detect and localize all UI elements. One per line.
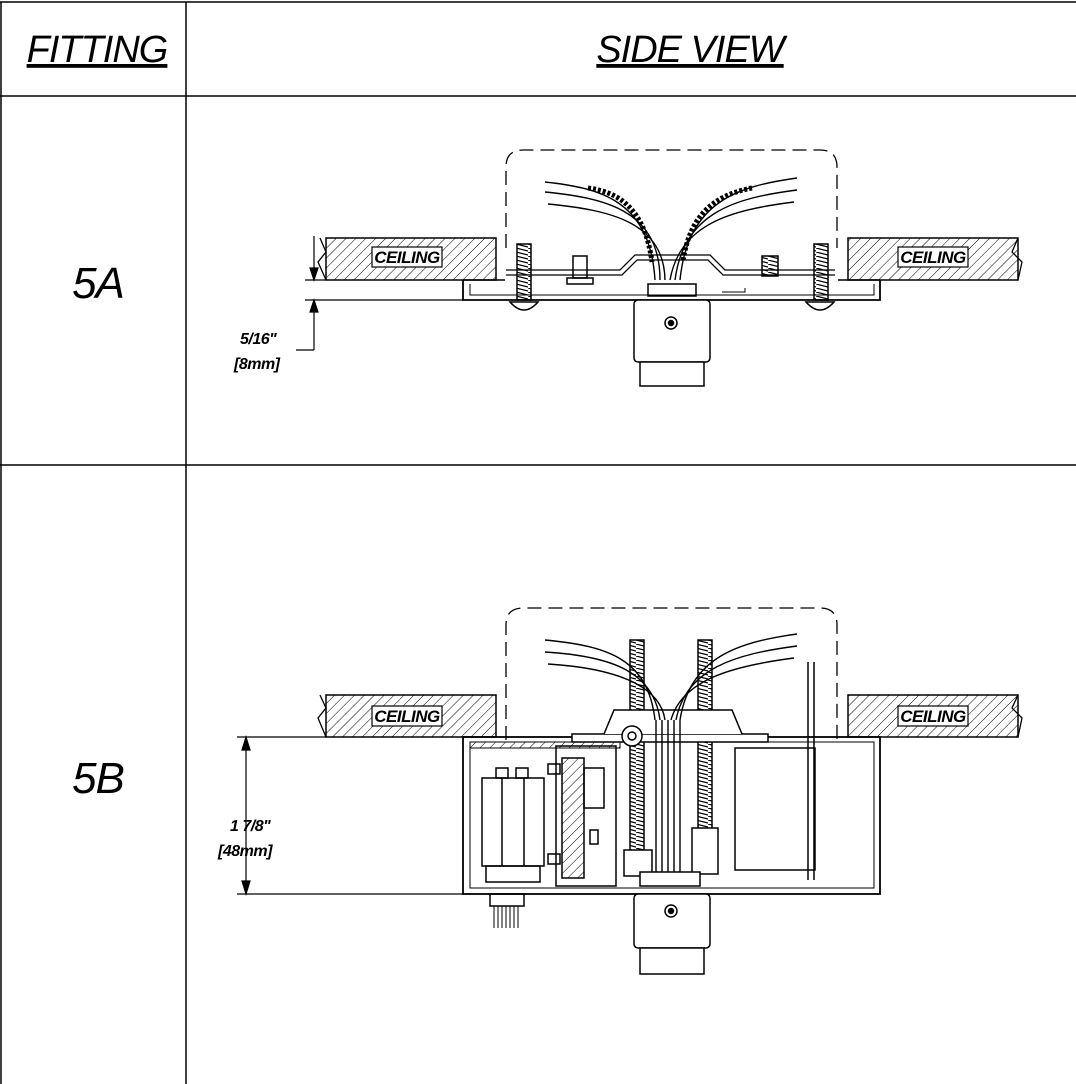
ceiling-tag-5b-left: CEILING: [371, 705, 443, 727]
fitting-5b-label: 5B: [72, 754, 124, 803]
side-view-column-header: SIDE VIEW: [596, 29, 787, 71]
ceiling-tag-5a-left: CEILING: [371, 246, 443, 268]
dimension-5b-imperial: 1 7/8": [230, 818, 271, 835]
dimension-5b: [237, 734, 463, 897]
fitting-5a-label: 5A: [72, 259, 124, 308]
ceiling-tag-5b-right: CEILING: [897, 705, 969, 727]
fitting-column-header: FITTING: [27, 29, 168, 71]
dimension-5a: [296, 236, 463, 351]
svg-text:CEILING: CEILING: [374, 248, 440, 267]
svg-text:CEILING: CEILING: [900, 248, 966, 267]
dimension-5a-metric: [8mm]: [233, 356, 281, 373]
svg-text:CEILING: CEILING: [900, 707, 966, 726]
side-view-5b: [317, 607, 1023, 975]
dimension-5b-metric: [48mm]: [217, 843, 273, 860]
svg-text:CEILING: CEILING: [374, 707, 440, 726]
dimension-5a-imperial: 5/16": [240, 331, 277, 348]
ceiling-tag-5a-right: CEILING: [897, 246, 969, 268]
side-view-5a: [317, 149, 1023, 387]
